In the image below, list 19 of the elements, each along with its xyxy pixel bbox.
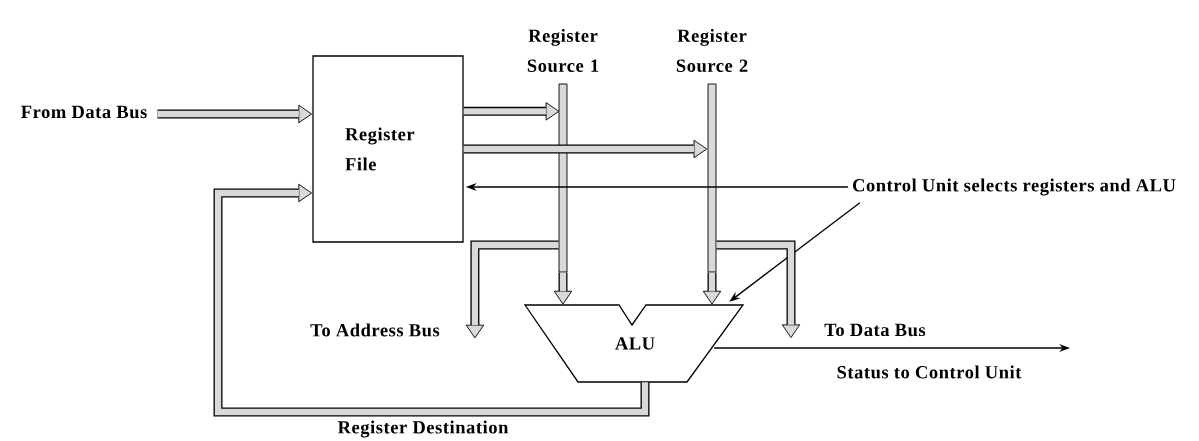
bus-arrow	[213, 183, 650, 417]
node-label: Register Source 1	[527, 28, 599, 73]
node-label: Register Source 2	[676, 28, 748, 73]
register-file-box: Register File	[312, 55, 464, 243]
bus-label: Control Unit selects registers and ALU	[853, 178, 1176, 196]
bus-arrow	[463, 139, 708, 159]
register-bus-bar: Register Source 1	[527, 28, 599, 273]
edge-label: Status to Control Unit	[835, 364, 1023, 380]
bus-arrow	[463, 102, 560, 121]
bus-arrow	[716, 240, 801, 338]
bus-arrow	[553, 272, 573, 305]
edge-label: Register Destination	[336, 419, 510, 439]
bus-arrow	[702, 272, 722, 305]
bus-label: To Data Bus	[824, 323, 926, 337]
bus-label: To Address Bus	[310, 323, 440, 337]
bus-label: From Data Bus	[21, 105, 147, 119]
bus-arrow	[465, 240, 559, 339]
bus-arrow	[157, 104, 312, 124]
register-bus-bar: Register Source 2	[676, 28, 748, 273]
